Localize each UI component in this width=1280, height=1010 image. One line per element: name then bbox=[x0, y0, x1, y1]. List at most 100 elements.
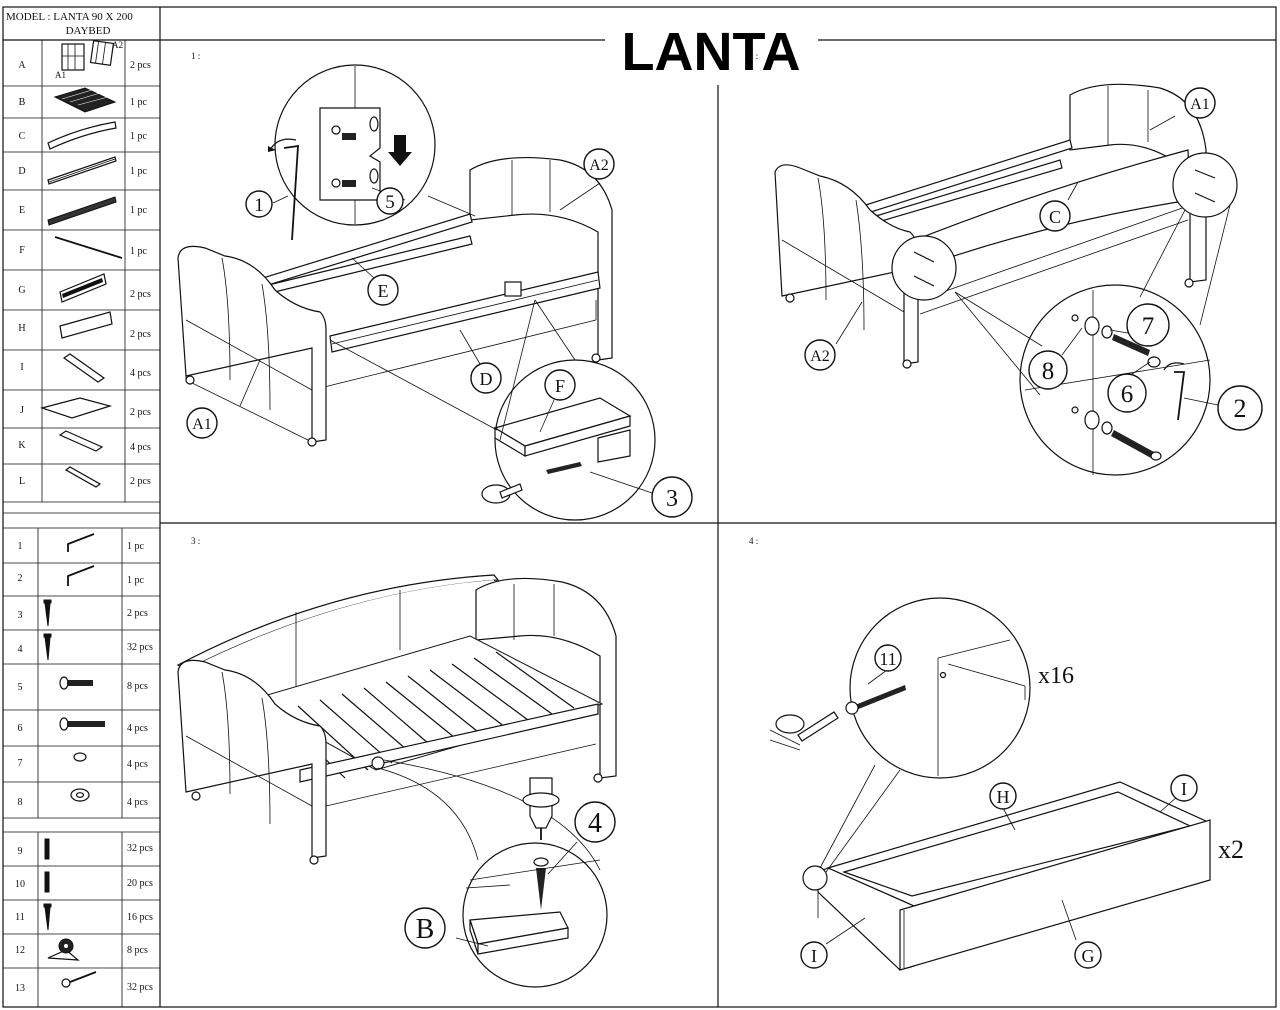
step-2-illustration bbox=[774, 83, 1238, 476]
screw-icon-9 bbox=[44, 838, 50, 860]
part-qty-i: 4 pcs bbox=[130, 368, 151, 379]
callout-11-circle bbox=[874, 644, 902, 672]
hardware-number-11: 11 bbox=[15, 912, 25, 923]
part-f-center-bar-icon bbox=[54, 236, 123, 259]
callout-i-top-text: I bbox=[1181, 779, 1187, 799]
callout-a1-text: A1 bbox=[1190, 96, 1210, 113]
callout-4-circle bbox=[574, 801, 616, 843]
callout-a2-circle bbox=[583, 148, 615, 180]
part-c-back-rail-icon bbox=[47, 121, 117, 150]
callout-6-circle bbox=[1107, 373, 1147, 413]
callout-a2-circle bbox=[804, 339, 836, 371]
hardware-qty-2: 1 pc bbox=[127, 575, 145, 586]
callout-a2-text: A2 bbox=[589, 157, 609, 174]
callout-d-circle bbox=[470, 362, 502, 394]
part-qty-d: 1 pc bbox=[130, 166, 148, 177]
callout-6-text: 6 bbox=[1121, 381, 1134, 408]
part-d-side-rail-icon bbox=[47, 156, 117, 185]
screw-icon-10 bbox=[44, 871, 50, 893]
callout-7-circle bbox=[1126, 303, 1170, 347]
quantity-x16-label: x16 bbox=[1038, 663, 1074, 689]
hardware-number-1: 1 bbox=[18, 541, 23, 552]
callout-1-circle bbox=[245, 190, 273, 218]
callout-a1-circle bbox=[1184, 87, 1216, 119]
part-letter-i: I bbox=[20, 362, 23, 373]
part-k-slat-block-icon bbox=[58, 430, 104, 452]
step-4-illustration bbox=[769, 597, 1211, 971]
hardware-qty-4: 32 pcs bbox=[127, 642, 153, 653]
screw-icon-13 bbox=[61, 971, 97, 988]
hardware-qty-5: 8 pcs bbox=[127, 681, 148, 692]
bolt-icon-6 bbox=[59, 717, 105, 731]
quantity-x2-label: x2 bbox=[1218, 835, 1244, 864]
caster-wheel-icon-12 bbox=[47, 938, 80, 961]
screw-icon-11 bbox=[43, 903, 52, 931]
part-l-strip-icon bbox=[64, 466, 102, 488]
bolt-icon-5 bbox=[59, 676, 93, 690]
step-3-number: 3 : bbox=[191, 536, 200, 546]
callout-d-text: D bbox=[480, 369, 493, 389]
part-letter-c: C bbox=[19, 131, 26, 142]
hardware-qty-9: 32 pcs bbox=[127, 843, 153, 854]
callout-8-circle bbox=[1028, 350, 1068, 390]
step-4-number: 4 : bbox=[749, 536, 758, 546]
part-letter-h: H bbox=[18, 323, 25, 334]
part-qty-j: 2 pcs bbox=[130, 407, 151, 418]
callout-h-circle bbox=[989, 782, 1017, 810]
hardware-number-9: 9 bbox=[18, 846, 23, 857]
part-qty-b: 1 pc bbox=[130, 97, 148, 108]
part-letter-j: J bbox=[20, 405, 24, 416]
part-a1-label: A1 bbox=[55, 70, 66, 80]
part-letter-g: G bbox=[18, 285, 25, 296]
hardware-qty-1: 1 pc bbox=[127, 541, 145, 552]
callout-4-text: 4 bbox=[588, 808, 602, 839]
hardware-number-8: 8 bbox=[18, 797, 23, 808]
callout-a1-text: A1 bbox=[192, 416, 212, 433]
part-qty-h: 2 pcs bbox=[130, 329, 151, 340]
hardware-qty-7: 4 pcs bbox=[127, 759, 148, 770]
hardware-qty-3: 2 pcs bbox=[127, 608, 148, 619]
step-2-callouts: A1 C A2 7 8 6 2 bbox=[804, 87, 1263, 431]
screw-icon-4 bbox=[43, 633, 52, 661]
callout-i-top-circle bbox=[1170, 774, 1198, 802]
parts-list: A 2 pcs B 1 pc C 1 pc D 1 pc E 1 pc F 1 … bbox=[15, 60, 153, 994]
part-letter-k: K bbox=[18, 440, 26, 451]
hardware-number-13: 13 bbox=[15, 983, 25, 994]
callout-b-circle bbox=[404, 907, 446, 949]
allen-key-icon-1 bbox=[67, 533, 95, 552]
step-1-callouts: 1 5 A2 E D A1 F 3 bbox=[186, 148, 693, 518]
step-3-illustration bbox=[176, 574, 617, 988]
part-qty-g: 2 pcs bbox=[130, 289, 151, 300]
brand-title: LANTA bbox=[622, 22, 801, 82]
part-qty-e: 1 pc bbox=[130, 205, 148, 216]
callout-7-text: 7 bbox=[1142, 313, 1155, 340]
hardware-number-10: 10 bbox=[15, 879, 25, 890]
callout-h-text: H bbox=[997, 787, 1010, 807]
spring-washer-icon-7 bbox=[73, 752, 87, 762]
hardware-number-6: 6 bbox=[18, 723, 23, 734]
callout-f-text: F bbox=[555, 376, 565, 396]
callout-1-text: 1 bbox=[254, 195, 264, 216]
callout-2-text: 2 bbox=[1234, 394, 1247, 423]
screw-icon-3 bbox=[43, 599, 52, 627]
hardware-qty-10: 20 pcs bbox=[127, 878, 153, 889]
hardware-qty-12: 8 pcs bbox=[127, 945, 148, 956]
hardware-qty-11: 16 pcs bbox=[127, 912, 153, 923]
callout-i-bottom-circle bbox=[800, 941, 828, 969]
part-a-armrest-icon: A1 A2 bbox=[55, 40, 123, 80]
part-letter-e: E bbox=[19, 205, 25, 216]
part-qty-f: 1 pc bbox=[130, 246, 148, 257]
part-letter-a: A bbox=[18, 60, 26, 71]
callout-c-text: C bbox=[1049, 207, 1061, 227]
callout-11-text: 11 bbox=[879, 649, 896, 669]
callout-i-bottom-text: I bbox=[811, 946, 817, 966]
part-qty-k: 4 pcs bbox=[130, 442, 151, 453]
hardware-number-12: 12 bbox=[15, 945, 25, 956]
callout-g-text: G bbox=[1082, 946, 1095, 966]
part-letter-l: L bbox=[19, 476, 25, 487]
part-b-slat-frame-icon bbox=[53, 87, 117, 113]
step-1-number: 1 : bbox=[191, 51, 200, 61]
callout-8-text: 8 bbox=[1042, 358, 1055, 385]
part-h-drawer-back-icon bbox=[59, 311, 113, 339]
